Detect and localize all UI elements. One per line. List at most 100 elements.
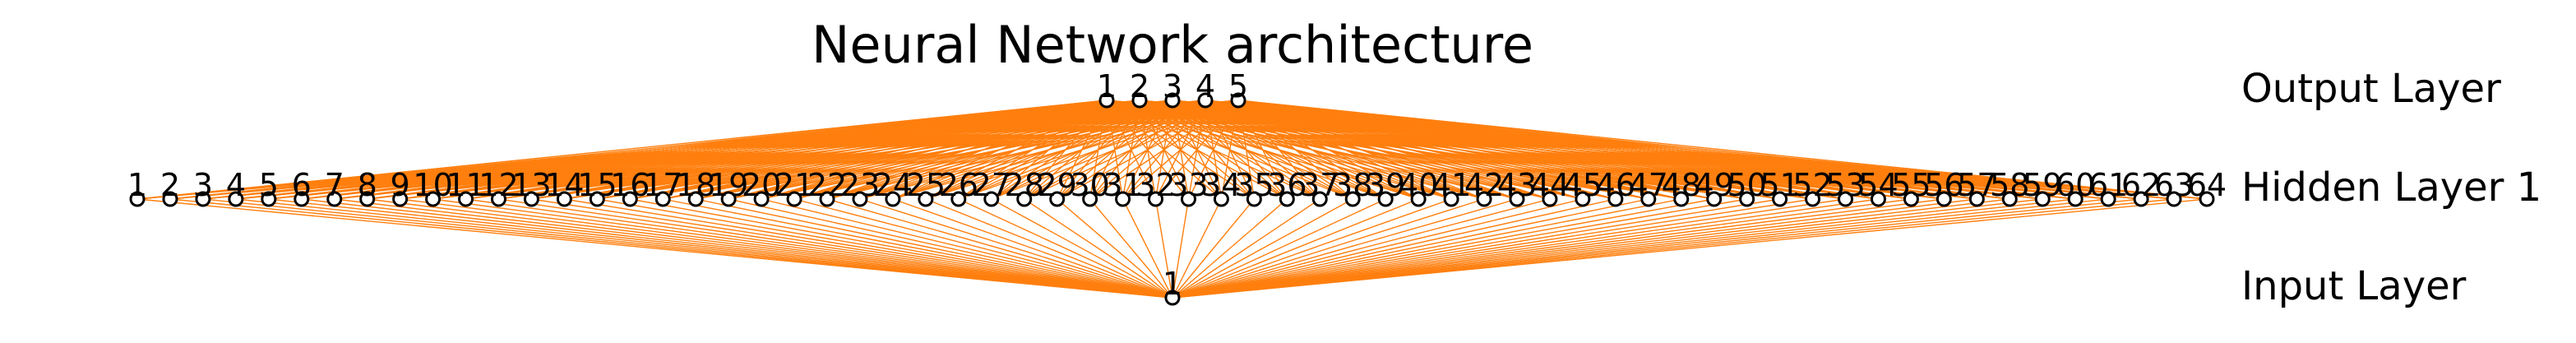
edge-hidden-1-to-output bbox=[1089, 100, 1108, 200]
node-output-3 bbox=[1164, 92, 1181, 109]
edge-hidden-1-to-output bbox=[1106, 100, 1386, 200]
node-label-output-1: 1 bbox=[1097, 68, 1117, 104]
node-label-hidden-1-18: 18 bbox=[676, 167, 715, 203]
node-hidden-1-12 bbox=[490, 191, 506, 207]
edge-input-to-hidden-1 bbox=[1057, 198, 1173, 299]
node-label-hidden-1-62: 62 bbox=[2121, 167, 2161, 203]
node-hidden-1-39 bbox=[1377, 191, 1394, 207]
edge-input-to-hidden-1 bbox=[1172, 198, 1255, 299]
edge-hidden-1-to-output bbox=[367, 100, 1108, 200]
node-hidden-1-40 bbox=[1410, 191, 1427, 207]
node-label-hidden-1-6: 6 bbox=[292, 167, 312, 203]
edge-hidden-1-to-output bbox=[1106, 100, 1518, 200]
edge-input-to-hidden-1 bbox=[1154, 198, 1173, 299]
node-label-hidden-1-36: 36 bbox=[1267, 167, 1306, 203]
node-hidden-1-4 bbox=[228, 191, 244, 207]
node-hidden-1-33 bbox=[1180, 191, 1196, 207]
layer-label-output: Output Layer bbox=[2241, 66, 2501, 112]
edge-input-to-hidden-1 bbox=[498, 198, 1173, 299]
edge-input-to-hidden-1 bbox=[1089, 198, 1173, 299]
node-label-hidden-1-64: 64 bbox=[2187, 167, 2227, 203]
edge-hidden-1-to-output bbox=[1057, 100, 1108, 200]
node-hidden-1-41 bbox=[1443, 191, 1459, 207]
edge-input-to-hidden-1 bbox=[1172, 198, 1584, 299]
edge-hidden-1-to-output bbox=[564, 100, 1108, 200]
edge-input-to-hidden-1 bbox=[334, 198, 1173, 299]
node-label-hidden-1-11: 11 bbox=[446, 167, 485, 203]
node-hidden-1-47 bbox=[1640, 191, 1657, 207]
node-hidden-1-59 bbox=[2034, 191, 2051, 207]
node-hidden-1-1 bbox=[129, 191, 146, 207]
edge-hidden-1-to-output bbox=[597, 100, 1108, 200]
node-label-hidden-1-14: 14 bbox=[544, 167, 584, 203]
node-label-hidden-1-50: 50 bbox=[1727, 167, 1766, 203]
edge-input-to-hidden-1 bbox=[564, 198, 1173, 299]
edge-input-to-hidden-1 bbox=[1172, 198, 1223, 299]
node-hidden-1-28 bbox=[1016, 191, 1033, 207]
edge-input-to-hidden-1 bbox=[1172, 198, 1649, 299]
edge-hidden-1-to-output bbox=[761, 100, 1108, 200]
node-hidden-1-7 bbox=[326, 191, 343, 207]
edge-hidden-1-to-output bbox=[301, 100, 1108, 200]
edge-hidden-1-to-output bbox=[1237, 100, 2208, 200]
edge-hidden-1-to-output bbox=[1106, 100, 1846, 200]
edge-hidden-1-to-output bbox=[1106, 100, 1157, 200]
edge-hidden-1-to-output bbox=[1106, 100, 1747, 200]
edge-hidden-1-to-output bbox=[1106, 100, 1288, 200]
edge-input-to-hidden-1 bbox=[1172, 198, 1386, 299]
node-label-hidden-1-40: 40 bbox=[1399, 167, 1438, 203]
edge-hidden-1-to-output bbox=[925, 100, 1108, 200]
node-label-output-2: 2 bbox=[1130, 68, 1149, 104]
node-label-hidden-1-25: 25 bbox=[906, 167, 946, 203]
edge-hidden-1-to-output bbox=[663, 100, 1108, 200]
edge-input-to-hidden-1 bbox=[301, 198, 1173, 299]
node-hidden-1-64 bbox=[2199, 191, 2215, 207]
node-hidden-1-37 bbox=[1311, 191, 1328, 207]
node-label-hidden-1-30: 30 bbox=[1070, 167, 1109, 203]
node-label-hidden-1-56: 56 bbox=[1924, 167, 1963, 203]
node-hidden-1-3 bbox=[195, 191, 211, 207]
node-label-hidden-1-9: 9 bbox=[391, 167, 410, 203]
edge-hidden-1-to-output bbox=[1106, 100, 1879, 200]
node-hidden-1-11 bbox=[458, 191, 474, 207]
edge-input-to-hidden-1 bbox=[728, 198, 1173, 299]
node-label-hidden-1-53: 53 bbox=[1825, 167, 1865, 203]
node-label-hidden-1-61: 61 bbox=[2088, 167, 2128, 203]
edge-hidden-1-to-output bbox=[400, 100, 1108, 200]
node-label-hidden-1-24: 24 bbox=[873, 167, 913, 203]
node-label-hidden-1-15: 15 bbox=[577, 167, 617, 203]
edge-input-to-hidden-1 bbox=[1172, 198, 1190, 299]
node-hidden-1-46 bbox=[1607, 191, 1624, 207]
node-label-hidden-1-41: 41 bbox=[1431, 167, 1471, 203]
edge-hidden-1-to-output bbox=[1106, 100, 1780, 200]
node-hidden-1-10 bbox=[425, 191, 442, 207]
edge-input-to-hidden-1 bbox=[1172, 198, 1912, 299]
node-hidden-1-53 bbox=[1838, 191, 1854, 207]
node-label-hidden-1-63: 63 bbox=[2154, 167, 2194, 203]
edge-input-to-hidden-1 bbox=[1172, 198, 1419, 299]
edge-hidden-1-to-output bbox=[958, 100, 1108, 200]
node-label-hidden-1-22: 22 bbox=[807, 167, 847, 203]
edge-hidden-1-to-output bbox=[531, 100, 1108, 200]
node-label-hidden-1-38: 38 bbox=[1333, 167, 1372, 203]
node-label-hidden-1-33: 33 bbox=[1168, 167, 1208, 203]
node-hidden-1-22 bbox=[819, 191, 835, 207]
node-label-hidden-1-52: 52 bbox=[1792, 167, 1832, 203]
node-label-hidden-1-12: 12 bbox=[479, 167, 518, 203]
edge-input-to-hidden-1 bbox=[1172, 198, 1747, 299]
node-label-input-1: 1 bbox=[1163, 266, 1182, 302]
node-label-hidden-1-39: 39 bbox=[1366, 167, 1405, 203]
edge-hidden-1-to-output bbox=[728, 100, 1108, 200]
node-hidden-1-18 bbox=[687, 191, 704, 207]
node-hidden-1-51 bbox=[1772, 191, 1788, 207]
connection-edges bbox=[136, 100, 2208, 299]
edge-hidden-1-to-output bbox=[1106, 100, 1714, 200]
edge-hidden-1-to-output bbox=[1106, 100, 1813, 200]
node-label-hidden-1-10: 10 bbox=[413, 167, 452, 203]
edge-hidden-1-to-output bbox=[1106, 100, 1485, 200]
edge-input-to-hidden-1 bbox=[1172, 198, 1714, 299]
edge-hidden-1-to-output bbox=[793, 100, 1108, 200]
node-hidden-1-16 bbox=[622, 191, 638, 207]
